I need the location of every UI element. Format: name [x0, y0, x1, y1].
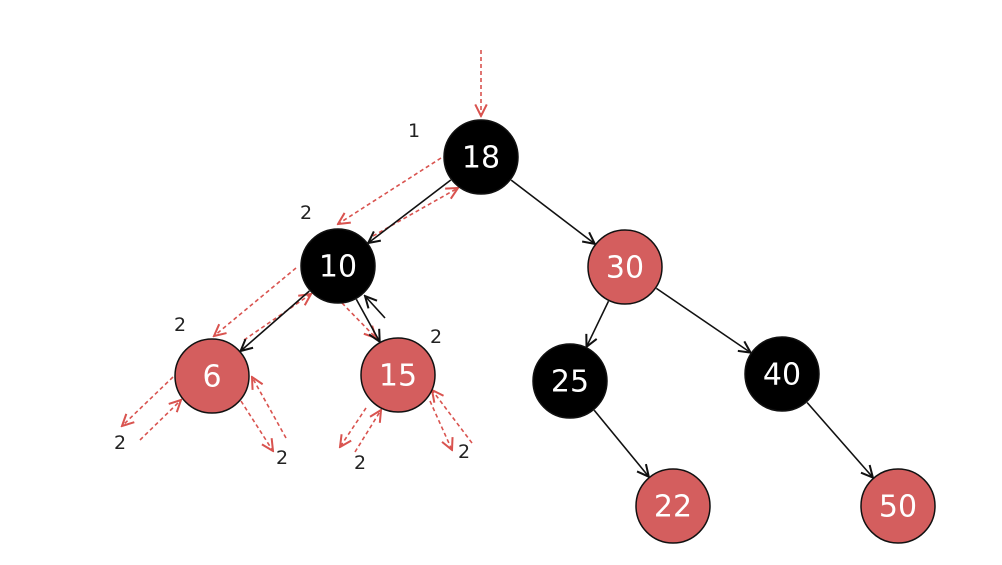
count-label-n15-right-leaf: 2: [458, 441, 470, 463]
trace-18-to-10: [338, 157, 442, 224]
trace-right-leaf-to-15: [432, 390, 473, 444]
trace-10-to-15: [341, 302, 376, 338]
node-circle-18: [443, 119, 519, 195]
edge-30-to-25: [587, 300, 610, 347]
count-label-n6: 2: [174, 314, 186, 336]
trace-6-to-10: [243, 294, 311, 341]
tree-node-15: 15: [360, 337, 436, 413]
node-circle-6: [174, 338, 250, 414]
return-15-to-10: [365, 296, 386, 319]
black-height-counts: 1 2 2 2 2 2 2 2: [114, 120, 470, 474]
tree-node-40: 40: [744, 336, 820, 412]
count-label-n6-right-leaf: 2: [276, 447, 288, 469]
node-circle-15: [360, 337, 436, 413]
count-label-n15: 2: [430, 326, 442, 348]
node-label-10: 10: [319, 250, 357, 285]
trace-15-to-right-leaf: [429, 400, 452, 450]
trace-10-to-6: [214, 267, 297, 336]
node-label-30: 30: [606, 251, 644, 286]
tree-node-22: 22: [635, 468, 711, 544]
trace-6-to-right-leaf: [240, 400, 273, 451]
tree-node-30: 30: [587, 229, 663, 305]
trace-right-leaf-to-6: [252, 377, 287, 439]
trace-left-leaf-to-15: [354, 410, 381, 453]
node-label-22: 22: [654, 490, 692, 525]
count-label-root: 1: [408, 120, 420, 142]
node-circle-40: [744, 336, 820, 412]
node-label-18: 18: [462, 141, 500, 176]
trace-15-to-left-leaf: [340, 407, 367, 447]
tree-node-10: 10: [300, 228, 376, 304]
tree-edges: [241, 179, 873, 478]
node-label-40: 40: [763, 358, 801, 393]
node-label-25: 25: [551, 365, 589, 400]
tree-node-6: 6: [174, 338, 250, 414]
edge-18-to-30: [510, 179, 595, 244]
tree-node-18: 18: [443, 119, 519, 195]
tree-node-25: 25: [532, 343, 608, 419]
node-label-6: 6: [202, 360, 221, 395]
count-label-n15-left-leaf: 2: [354, 452, 366, 474]
node-label-15: 15: [379, 359, 417, 394]
edge-10-to-15: [355, 298, 379, 341]
trace-6-to-left-leaf: [122, 376, 174, 426]
trace-left-leaf-to-6: [139, 400, 181, 441]
edge-25-to-22: [593, 409, 649, 476]
node-label-50: 50: [879, 490, 917, 525]
count-label-n6-left-leaf: 2: [114, 432, 126, 454]
node-circle-25: [532, 343, 608, 419]
edge-40-to-50: [806, 401, 873, 478]
edge-18-to-10: [368, 179, 452, 243]
node-circle-30: [587, 229, 663, 305]
tree-node-50: 50: [860, 468, 936, 544]
edge-10-to-6: [241, 290, 310, 351]
node-circle-50: [860, 468, 936, 544]
count-label-n10: 2: [300, 202, 312, 224]
node-circle-10: [300, 228, 376, 304]
edge-30-to-40: [655, 287, 750, 352]
node-circle-22: [635, 468, 711, 544]
